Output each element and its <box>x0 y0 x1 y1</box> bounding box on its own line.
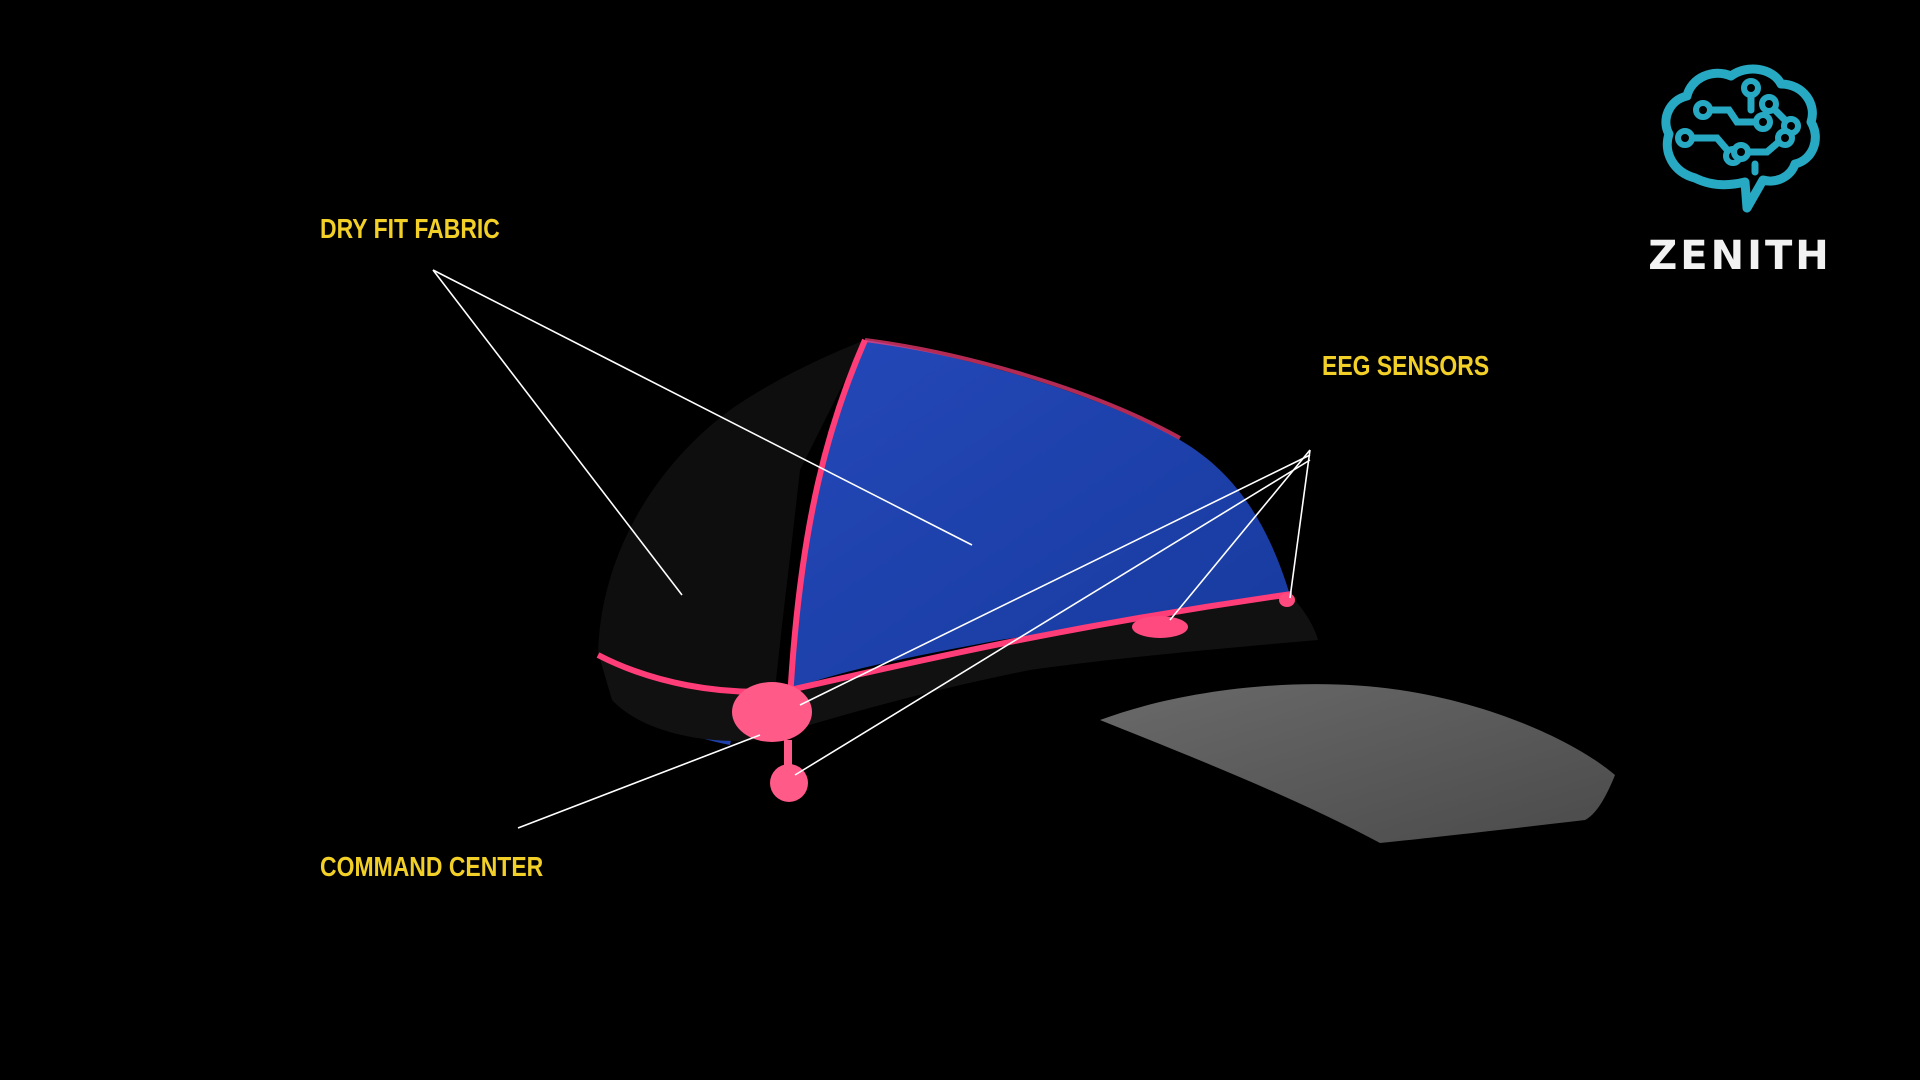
piping-seam-top <box>787 338 868 701</box>
brain-speech-bubble-icon <box>1661 64 1820 213</box>
command-center-pod <box>732 682 812 742</box>
cap-crown-black <box>598 340 865 690</box>
leader-line-eeg <box>1289 449 1311 599</box>
callout-command-center: COMMAND CENTER <box>320 851 544 882</box>
leader-line-eeg <box>799 454 1311 706</box>
cap-visor <box>1100 684 1615 843</box>
callout-dry-fit-fabric: DRY FIT FABRIC <box>320 213 500 244</box>
piping-seam-band <box>596 591 1293 695</box>
eeg-sensor <box>1279 593 1295 607</box>
leader-line-eeg <box>1169 449 1311 621</box>
eeg-sensor <box>1132 616 1188 638</box>
cap-crown-blue <box>790 340 1290 690</box>
leader-line-command <box>517 734 761 829</box>
leader-line-dry-fit <box>432 269 973 546</box>
leader-line-dry-fit <box>432 269 683 596</box>
brand-name: ZENITH <box>1648 233 1832 279</box>
piping-seam-crown <box>864 338 1181 440</box>
leader-line-eeg <box>794 459 1311 776</box>
callout-eeg-sensors: EEG SENSORS <box>1322 350 1490 381</box>
brand-logo: ZENITH <box>1630 60 1850 290</box>
command-center-stem <box>784 740 792 768</box>
